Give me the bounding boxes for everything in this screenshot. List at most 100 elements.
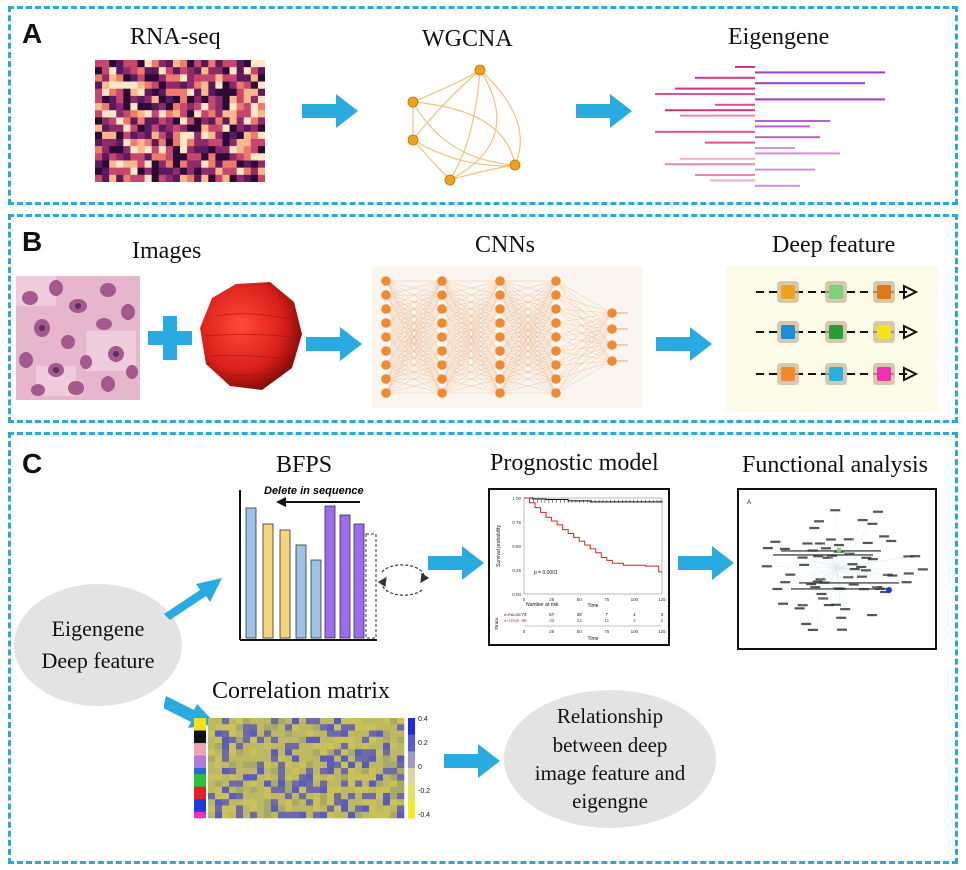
cnn-edge — [385, 280, 443, 324]
corr-cell — [327, 761, 335, 769]
eigengene-bar — [695, 76, 755, 79]
corr-row-color — [194, 780, 206, 788]
corr-cell — [397, 805, 405, 813]
bfps-label: BFPS — [276, 452, 333, 478]
heatmap-cell — [257, 146, 265, 154]
heatmap-cell — [250, 81, 259, 90]
corr-cell — [306, 755, 314, 763]
heatmap-cell — [130, 88, 138, 97]
heatmap-cell — [102, 153, 110, 161]
corr-cell — [285, 718, 293, 725]
corr-cell — [264, 736, 272, 744]
corr-cell — [341, 718, 349, 725]
corr-cell — [355, 768, 363, 775]
heatmap-cell — [201, 81, 209, 90]
cnn-edge — [499, 280, 557, 296]
heatmap-cell — [137, 146, 145, 154]
network-edge — [832, 555, 838, 569]
corr-row-color — [194, 786, 206, 794]
heatmap-cell — [116, 67, 124, 75]
images-label: Images — [132, 238, 202, 264]
cnn-edge — [385, 336, 443, 394]
corr-cell — [243, 799, 251, 806]
deep-feature-label: Deep feature — [772, 232, 896, 258]
corr-cell — [250, 724, 258, 731]
corr-cell — [313, 730, 321, 738]
corr-cell — [292, 724, 300, 731]
network-node-label — [861, 556, 872, 559]
network-node-label — [867, 558, 878, 561]
network-edge — [836, 520, 863, 569]
eigengene-bars — [655, 66, 885, 187]
km-xtick: 75 — [604, 597, 610, 602]
corr-cell — [327, 749, 335, 756]
corr-cell — [292, 799, 300, 806]
cnn-neuron — [381, 346, 391, 356]
heatmap-cell — [229, 174, 237, 182]
network-edge — [836, 567, 841, 589]
corr-cell — [250, 774, 258, 781]
corr-cell — [292, 718, 300, 725]
corr-cell — [278, 811, 286, 819]
corr-cell — [215, 718, 223, 725]
network-node-label — [843, 576, 854, 579]
heatmap-cell — [257, 103, 265, 111]
heatmap-cell — [144, 81, 152, 90]
corr-cell — [229, 743, 237, 750]
corr-cell — [306, 724, 314, 731]
corr-cell — [397, 780, 405, 788]
corr-cell — [299, 730, 307, 738]
corr-cell — [362, 718, 370, 725]
heatmap-cell — [194, 74, 202, 82]
cnn-neuron — [437, 388, 447, 398]
network-node-label — [840, 608, 851, 611]
heatmap-cell — [109, 160, 117, 168]
input-ellipse: Eigengene Deep feature — [14, 584, 182, 706]
corr-cell — [215, 749, 223, 756]
cnn-edge — [555, 344, 613, 380]
heatmap-cell — [236, 60, 245, 68]
network-edge — [817, 567, 838, 582]
cnn-edge — [555, 312, 613, 366]
corr-cell — [222, 780, 230, 788]
heatmap-cell — [123, 74, 131, 82]
network-node-label — [903, 572, 914, 575]
delete-in-sequence-text: Delete in sequence — [264, 485, 364, 497]
corr-cell — [208, 718, 216, 725]
heatmap-cell — [215, 95, 223, 104]
network-edge — [836, 567, 907, 583]
heatmap-cell — [95, 167, 103, 176]
corr-cell — [334, 793, 342, 800]
corr-cell — [264, 793, 272, 800]
arrow-c-km-icon — [678, 546, 734, 580]
heatmap-cell — [172, 174, 181, 182]
heatmap-cell — [187, 167, 195, 176]
heatmap-cell — [102, 103, 110, 111]
cnn-neuron — [381, 332, 391, 342]
heatmap-cell — [243, 103, 252, 111]
cnn-edge — [441, 364, 501, 394]
cnn-edge — [555, 360, 613, 366]
corr-cell — [229, 786, 237, 794]
heatmap-cell — [215, 81, 223, 90]
km-risk-value: 57 — [549, 612, 555, 617]
heatmap-cell — [187, 160, 195, 168]
corr-cell — [215, 786, 223, 794]
corr-cell — [250, 768, 258, 775]
corr-cell — [208, 768, 216, 775]
network-node-label — [814, 520, 825, 523]
corr-cell — [334, 799, 342, 806]
corr-cell — [257, 799, 265, 806]
heatmap-cell — [243, 160, 252, 168]
corr-cell — [208, 761, 216, 769]
heatmap-cell — [144, 67, 152, 75]
heatmap-cell — [250, 160, 259, 168]
heatmap-cell — [236, 110, 245, 118]
heatmap-cell — [151, 146, 160, 154]
heatmap-cell — [229, 74, 237, 82]
corr-cell — [222, 749, 230, 756]
heatmap-cell — [109, 110, 117, 118]
corr-cell — [376, 749, 384, 756]
corr-cell — [390, 749, 398, 756]
heatmap-cell — [144, 131, 152, 140]
